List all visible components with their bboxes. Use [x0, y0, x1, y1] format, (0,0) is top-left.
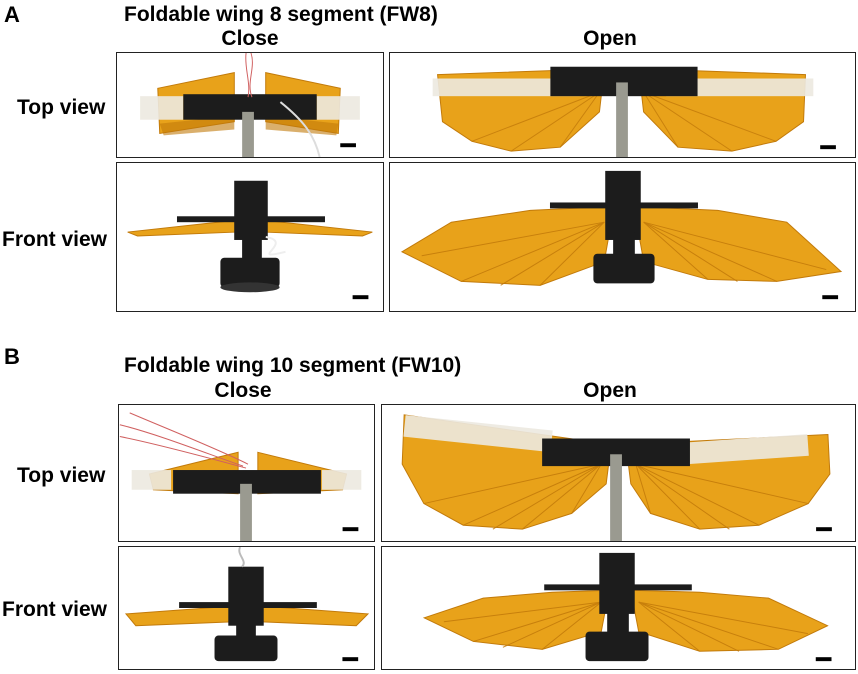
panel-a-col-open: Open: [583, 27, 637, 50]
photo-fw10-close-top: [118, 404, 375, 542]
photo-fw8-close-front-drawing: [127, 180, 373, 300]
photo-fw10-close-front-drawing: [124, 547, 370, 662]
photo-fw10-open-top-drawing: [401, 414, 832, 541]
panel-a-row-front: Front view: [2, 228, 108, 251]
photo-fw10-close-front: [118, 546, 375, 670]
photo-fw10-open-front-drawing: [422, 552, 832, 662]
panel-a-letter: A: [4, 2, 20, 27]
photo-fw8-open-front: [389, 162, 856, 312]
photo-fw8-open-top: [389, 52, 856, 158]
panel-a-col-close: Close: [221, 27, 279, 50]
photo-fw10-open-front: [381, 546, 856, 670]
photo-fw10-open-top: [381, 404, 856, 542]
photo-fw8-close-top-drawing: [140, 53, 360, 157]
photo-fw8-close-top: [116, 52, 384, 158]
panel-b-col-close: Close: [214, 379, 272, 402]
photo-fw8-close-front: [116, 162, 384, 312]
photo-fw8-open-front-drawing: [400, 170, 843, 300]
photo-fw8-open-top-drawing: [432, 66, 836, 157]
photo-fw10-close-top-drawing: [119, 412, 362, 541]
panel-a-title: Foldable wing 8 segment (FW8): [124, 3, 438, 26]
panel-a-row-top: Top view: [17, 96, 106, 119]
panel-b-col-open: Open: [583, 379, 637, 402]
panel-b-row-top: Top view: [17, 464, 106, 487]
panel-b-title: Foldable wing 10 segment (FW10): [124, 354, 462, 377]
panel-b-letter: B: [4, 344, 20, 369]
panel-b-row-front: Front view: [2, 598, 108, 621]
